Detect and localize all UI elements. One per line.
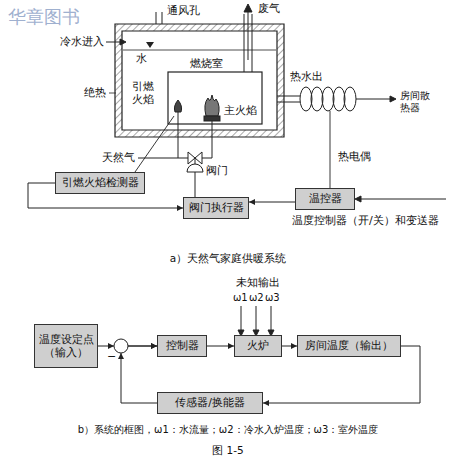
node-text: 阀门执行器 xyxy=(189,201,244,214)
detector-box: 引燃火焰检测器 xyxy=(55,172,145,194)
watermark: 华章图书 xyxy=(8,6,80,28)
disturbance-arrows xyxy=(241,306,242,330)
junction-arrowhead xyxy=(118,353,124,359)
detector-wire xyxy=(135,116,174,172)
annotation: 阀门 xyxy=(206,164,228,177)
actuator-box: 阀门执行器 xyxy=(183,197,249,219)
pilot-flame xyxy=(174,100,181,112)
node-text: 传感器/换能器 xyxy=(175,396,245,409)
annotation: 温度控制器（开/关）和变送器 xyxy=(292,214,439,227)
thermostat-box: 温控器 xyxy=(295,188,355,210)
boiler xyxy=(146,42,154,48)
disturbance-arrows xyxy=(238,306,274,336)
setpoint-input xyxy=(361,199,440,200)
hot-water-pipe xyxy=(277,87,396,111)
cold-water-inlet xyxy=(120,39,126,45)
setpoint-input xyxy=(355,196,361,202)
controller-box: 控制器 xyxy=(157,335,207,357)
main-burner xyxy=(204,116,220,121)
boiler xyxy=(168,72,262,124)
exhaust-chimney xyxy=(252,14,253,72)
figure-caption: 图 1-5 xyxy=(212,444,244,457)
insulation-leader xyxy=(109,93,116,94)
annotation: 主火焰 xyxy=(224,104,257,117)
annotation: 房间散热器 xyxy=(400,90,436,114)
valve-symbol xyxy=(187,164,203,172)
input-box: 温度设定点（输入） xyxy=(34,324,98,368)
hot-water-pipe xyxy=(344,87,356,111)
insulation-leader xyxy=(109,93,116,94)
disturbance-arrows xyxy=(271,306,272,330)
arrowhead xyxy=(249,199,255,205)
annotation: ω3 xyxy=(265,292,280,304)
annotation: a）天然气家庭供暖系统 xyxy=(170,252,286,265)
sensor-box: 传感器/换能器 xyxy=(157,392,263,414)
annotation: 天然气 xyxy=(102,151,135,164)
main-burner xyxy=(204,95,220,158)
boiler xyxy=(115,24,284,137)
hot-water-pipe xyxy=(333,87,345,111)
hot-water-pipe xyxy=(277,102,300,103)
node-text: 控制器 xyxy=(166,339,199,352)
setpoint-input xyxy=(355,196,440,202)
furnace-box: 火炉 xyxy=(234,335,282,357)
hot-water-pipe xyxy=(311,87,323,111)
exhaust-chimney xyxy=(248,10,249,60)
node-text: 引燃火焰检测器 xyxy=(62,176,139,189)
hot-water-pipe xyxy=(300,87,312,111)
node-text: 温度设定点（输入） xyxy=(37,333,95,359)
boiler xyxy=(123,50,276,51)
valve-symbol xyxy=(188,152,195,164)
hot-water-pipe xyxy=(356,99,390,100)
node-text: 温控器 xyxy=(309,192,342,205)
annotation: 水 xyxy=(136,52,147,65)
annotation: 热水出 xyxy=(290,70,323,83)
annotation: 绝热 xyxy=(84,86,106,99)
disturbance-arrows xyxy=(256,306,257,330)
thermocouple-wire xyxy=(330,111,331,188)
valve-symbol xyxy=(195,152,202,164)
hot-water-pipe xyxy=(322,87,334,111)
hot-water-pipe xyxy=(390,96,396,102)
annotation: 冷水进入 xyxy=(60,35,104,48)
signal-connector xyxy=(249,202,295,203)
annotation: ω1 xyxy=(233,292,248,304)
boiler xyxy=(115,24,284,137)
input-line xyxy=(440,199,446,200)
exhaust-chimney xyxy=(244,4,252,72)
annotation: − xyxy=(107,350,116,363)
hot-water-pipe xyxy=(277,96,300,97)
input-line xyxy=(440,199,446,200)
vent-pipe xyxy=(162,12,163,24)
vent-pipe xyxy=(156,12,162,24)
main-burner xyxy=(205,95,219,116)
annotation: 未知输出 xyxy=(236,276,280,289)
annotation: ω2 xyxy=(249,292,264,304)
annotation: 废气 xyxy=(258,2,280,15)
output-box: 房间温度（输出） xyxy=(297,335,401,357)
vent-pipe xyxy=(156,12,157,24)
annotation: 通风孔 xyxy=(167,4,200,17)
detector-wire xyxy=(135,116,174,172)
valve-symbol xyxy=(195,172,196,197)
annotation: 引燃火焰 xyxy=(132,80,156,106)
pilot-flame xyxy=(174,100,181,158)
arrowhead xyxy=(263,400,269,406)
node-text: 火炉 xyxy=(247,339,269,352)
cold-water-inlet xyxy=(106,39,126,45)
node-text: 房间温度（输出） xyxy=(305,339,393,352)
annotation: 燃烧室 xyxy=(190,57,223,70)
valve-symbol xyxy=(187,152,203,197)
annotation: 热电偶 xyxy=(338,150,371,163)
junction-arrowhead xyxy=(108,343,114,349)
signal-connector xyxy=(121,346,157,403)
main-burner xyxy=(212,121,213,158)
exhaust-chimney xyxy=(244,4,252,12)
thermocouple-wire xyxy=(330,111,331,188)
pilot-flame xyxy=(178,112,179,158)
exhaust-chimney xyxy=(244,14,245,72)
annotation: b）系统的框图，ω1：水流量；ω2：冷水入炉温度；ω3：室外温度 xyxy=(78,424,379,436)
cold-water-inlet xyxy=(106,42,120,43)
